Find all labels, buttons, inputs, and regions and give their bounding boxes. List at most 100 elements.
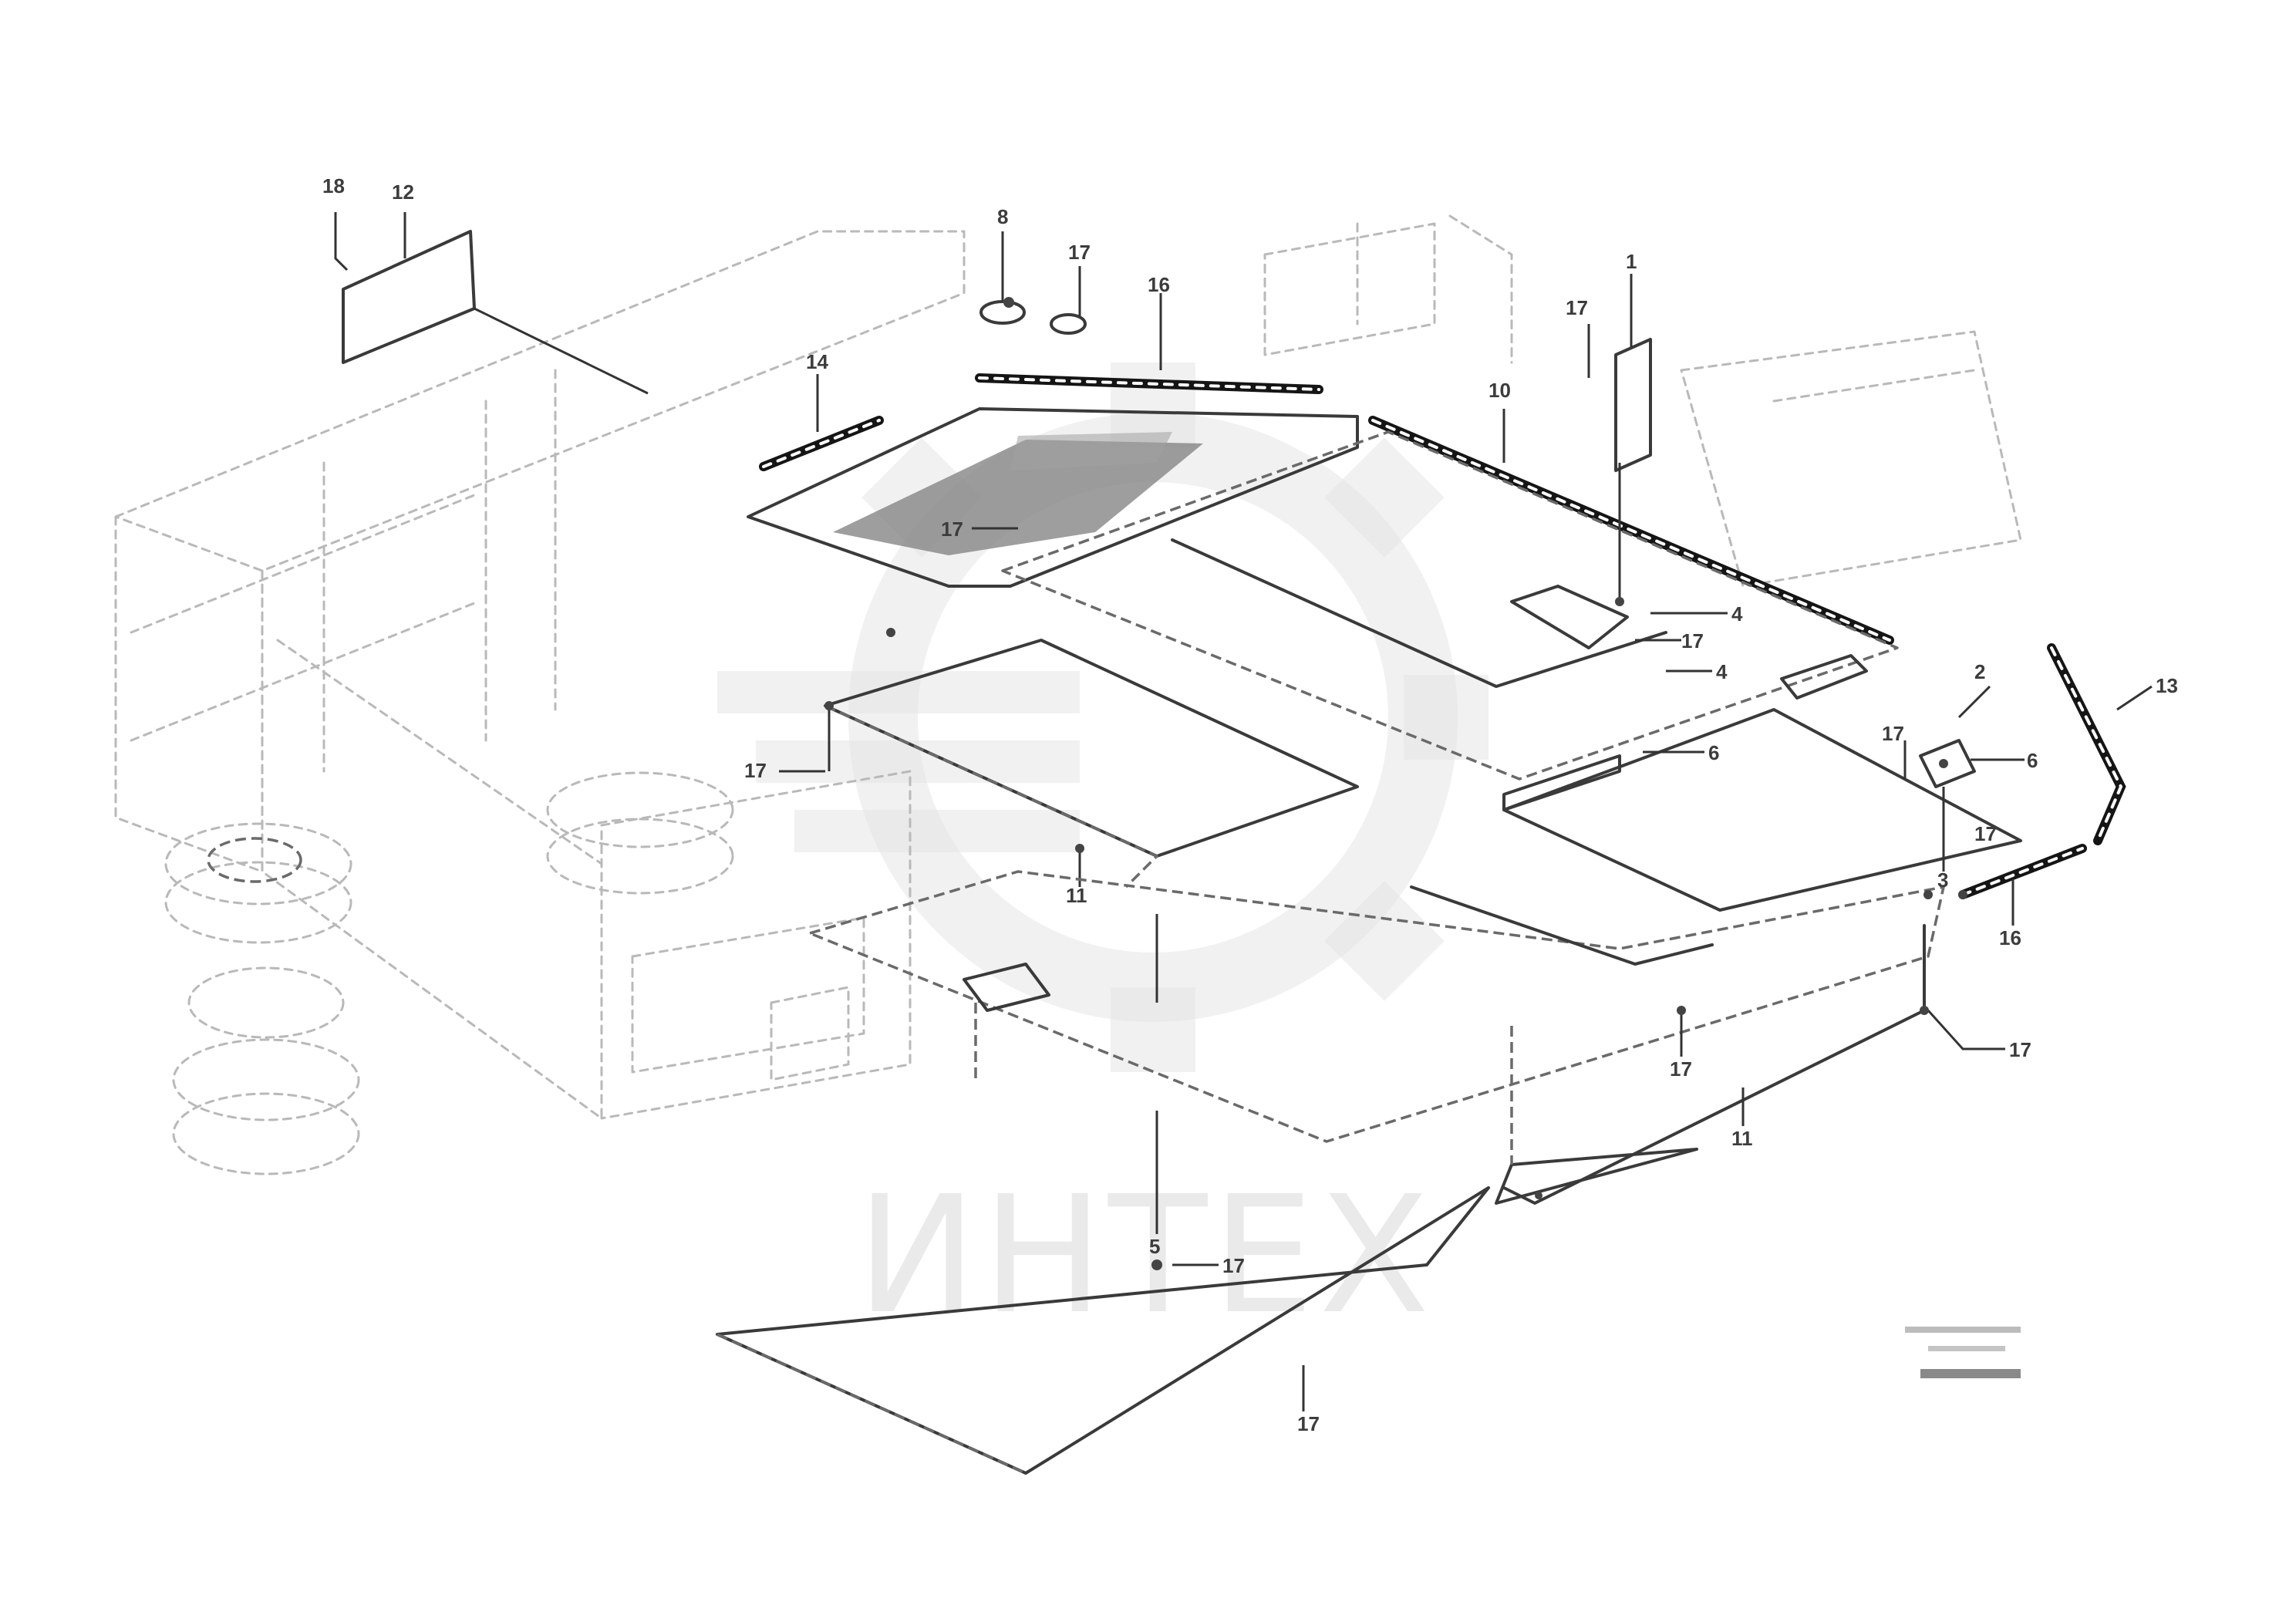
callout-17-j: 17 <box>1222 1254 1245 1277</box>
context-cylinder-2-base <box>172 1038 360 1121</box>
watermark-gear-tooth-tr <box>1324 437 1445 558</box>
center-bracket-outline <box>963 963 1050 1012</box>
watermark-gear-tooth-right <box>1404 675 1489 760</box>
vertical-bracket-outline <box>1614 338 1652 472</box>
top-cover-hinge <box>1780 654 1868 700</box>
right-cover-strip <box>1502 754 1621 811</box>
fastener-8 <box>1923 890 1933 899</box>
callout-2: 2 <box>1974 660 1985 683</box>
watermark-speed-line-1 <box>717 671 1080 713</box>
context-cylinder-cap <box>207 837 302 883</box>
fastener-11 <box>1958 890 1967 899</box>
callout-17-e: 17 <box>1882 722 1904 745</box>
bracket-plate-outline <box>342 230 476 364</box>
fastener-5 <box>1615 597 1624 606</box>
reference-block <box>1905 1327 2021 1378</box>
top-cover-inner-edge <box>1171 538 1667 688</box>
part-angled-bar <box>2047 643 2153 845</box>
part-long-seal-strip <box>1368 409 1894 645</box>
middle-cover-edge <box>824 704 1158 889</box>
top-cover-latch <box>1510 585 1629 649</box>
context-tr-box-1 <box>1263 222 1436 356</box>
part-bottom-belly-plate <box>716 1186 1490 1475</box>
part-large-top-cover <box>1001 430 1899 781</box>
context-small-box <box>770 986 850 1081</box>
context-right-block <box>600 770 912 1120</box>
callout-11-b: 11 <box>1731 1127 1753 1150</box>
fastener-6 <box>1677 1006 1686 1015</box>
fastener-10 <box>1535 1192 1542 1199</box>
leader-18 <box>334 212 349 271</box>
belly-plate-outline <box>716 1186 1490 1475</box>
reference-code <box>1920 1369 2021 1378</box>
context-tr-frame <box>1448 214 1513 364</box>
fastener-1 <box>1003 297 1014 308</box>
fastener-7 <box>1920 1006 1929 1015</box>
fastener-knob-1 <box>979 300 1026 325</box>
grille-mesh-upper <box>1010 432 1172 470</box>
small-bracket-right-outline <box>1919 739 1976 788</box>
watermark-gear-tooth-bottom <box>1111 987 1195 1072</box>
context-tr-box-2 <box>1680 330 2022 588</box>
leader-8-frame <box>474 307 649 395</box>
context-top-right <box>1263 214 2022 588</box>
context-cylinder-1-base <box>164 861 352 944</box>
context-tr-rail <box>1772 369 1976 403</box>
right-side-plate <box>1495 1148 1698 1205</box>
callout-17-g: 17 <box>744 759 767 782</box>
part-bracket-plate <box>334 212 649 395</box>
callout-17-k: 17 <box>1297 1412 1320 1435</box>
callout-17-h: 17 <box>1670 1057 1692 1081</box>
context-panel-box <box>631 916 865 1074</box>
context-cylinder-1-top <box>164 822 352 905</box>
watermark-speed-line-3 <box>794 810 1080 852</box>
callout-4-b: 4 <box>1716 660 1728 683</box>
fastener-3 <box>824 701 834 710</box>
callout-6-b: 6 <box>2027 749 2038 772</box>
context-cylinder-4 <box>546 771 734 848</box>
reference-line-1 <box>1905 1327 2021 1333</box>
top-cover-outline <box>1001 430 1899 781</box>
callout-17-f: 17 <box>1974 822 1997 845</box>
part-lower-seal-strip <box>1958 844 2087 926</box>
grille-panel-outline <box>747 407 1359 588</box>
part-right-side-plate <box>1495 924 2005 1205</box>
angled-bar-13 <box>2047 643 2126 845</box>
callout-8: 8 <box>997 205 1008 228</box>
context-upper-deck <box>114 230 966 572</box>
callout-5: 5 <box>1149 1235 1160 1258</box>
middle-cover-outline <box>824 639 1359 858</box>
lower-deck-edge <box>1410 885 1714 966</box>
callout-17-d: 17 <box>1681 629 1704 653</box>
context-cylinders <box>164 771 734 1175</box>
context-cylinder-2-top <box>187 966 345 1039</box>
callout-11-a: 11 <box>1066 884 1087 907</box>
part-lower-deck-cover <box>808 870 1945 1143</box>
grille-mesh <box>833 440 1203 555</box>
seal-strip-16-inner <box>978 376 1320 391</box>
seal-strip-10-inner <box>1371 419 1891 642</box>
belly-plate-front <box>716 1333 1027 1475</box>
callout-18: 18 <box>322 174 345 197</box>
callout-10: 10 <box>1489 379 1511 402</box>
seal-strip-14-inner <box>762 419 881 468</box>
callout-14: 14 <box>806 350 828 373</box>
fastener-9 <box>1151 1259 1162 1270</box>
fastener-knob-2 <box>1050 313 1087 335</box>
context-rail-3 <box>276 639 603 865</box>
watermark-text: ИНТЕХ <box>856 1161 1435 1350</box>
context-cylinder-3 <box>172 1092 360 1175</box>
fastener-12 <box>1939 759 1948 768</box>
leader-17-upper-right <box>1957 685 1991 719</box>
callout-17-a: 17 <box>1068 241 1091 264</box>
callout-labels: 18 12 8 17 16 14 1 17 10 17 4 17 4 2 6 1… <box>322 174 2178 1435</box>
context-machine-body <box>114 230 966 1120</box>
fasteners <box>824 297 1967 1270</box>
fastener-4 <box>1075 844 1084 853</box>
seal-strip-16-lower-inner <box>1961 847 2084 896</box>
context-rail-2 <box>130 600 480 742</box>
angled-bar-13-inner <box>2050 646 2123 842</box>
leader-17-support <box>1927 1009 2005 1050</box>
callout-17-i: 17 <box>2009 1038 2031 1061</box>
